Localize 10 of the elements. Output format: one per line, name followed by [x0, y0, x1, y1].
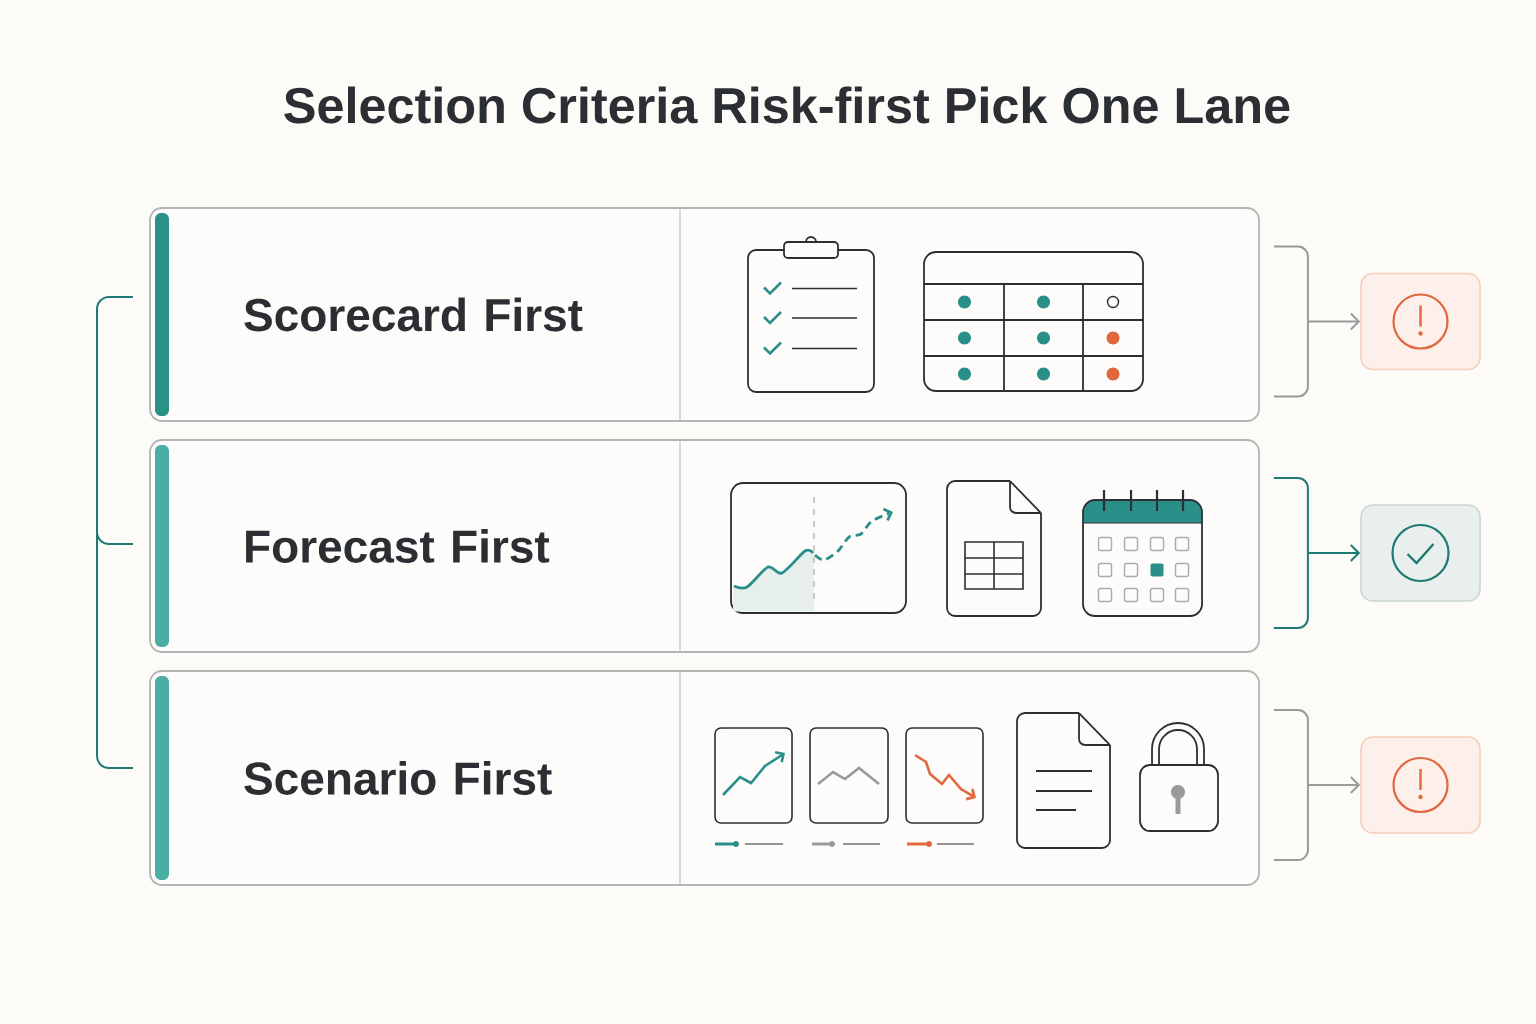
lane-box: Scorecard First: [149, 207, 1260, 422]
bracket-arrow: [1272, 709, 1361, 861]
bracket-arrow: [1272, 477, 1361, 629]
bracket-arrow: [1272, 245, 1361, 398]
lane-box: Forecast First: [149, 439, 1260, 653]
status-box: [1360, 272, 1481, 371]
title: Selection Criteria Risk-first Pick One Lane: [284, 86, 1290, 124]
status-box: [1360, 504, 1481, 602]
lane-box: Scenario First: [149, 670, 1260, 886]
status-box: [1360, 736, 1481, 834]
